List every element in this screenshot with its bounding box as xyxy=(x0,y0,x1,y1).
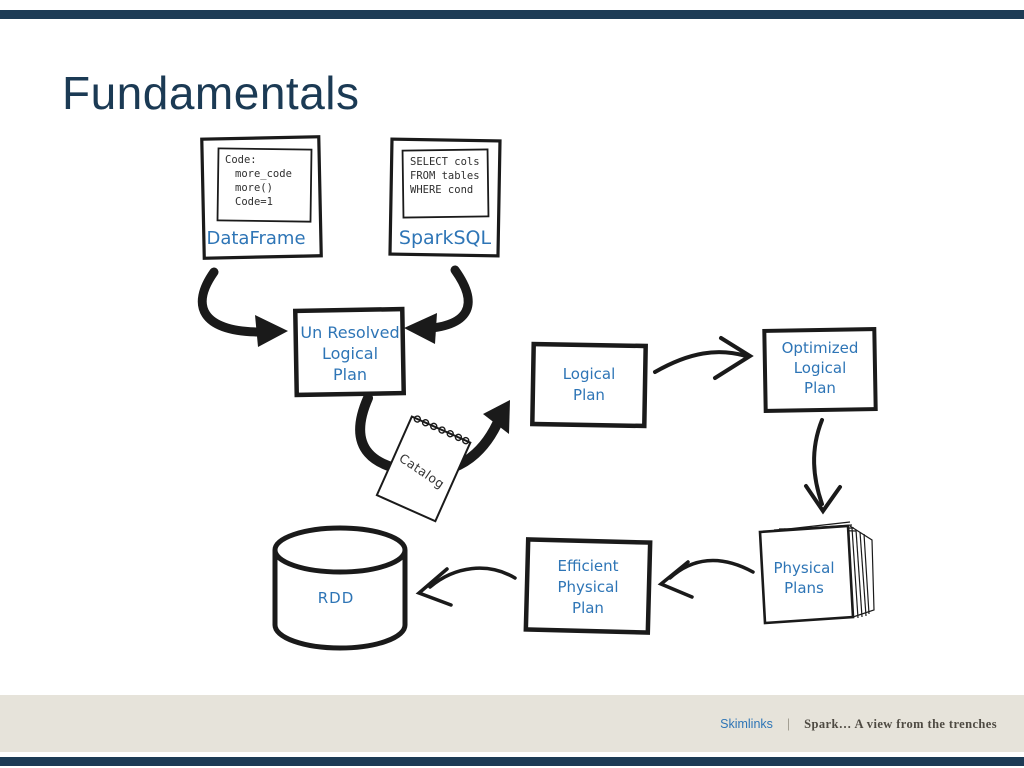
unresolved-logical-plan-node: Un Resolved Logical Plan xyxy=(292,306,407,398)
svg-text:Un Resolved: Un Resolved xyxy=(300,323,399,342)
footer-brand-link[interactable]: Skimlinks xyxy=(720,717,773,731)
dataframe-label: DataFrame xyxy=(206,228,305,249)
footer-bar: Skimlinks | Spark… A view from the trenc… xyxy=(0,695,1024,752)
rdd-label: RDD xyxy=(318,589,355,607)
svg-text:Plans: Plans xyxy=(784,579,824,597)
svg-text:WHERE cond: WHERE cond xyxy=(410,184,473,196)
svg-text:Code=1: Code=1 xyxy=(235,196,273,208)
dataframe-card: Code: more_code more() Code=1 DataFrame xyxy=(200,135,323,260)
arrow-efficient-to-rdd xyxy=(415,566,517,607)
arrow-optimized-to-physical xyxy=(804,418,842,515)
svg-text:Physical: Physical xyxy=(557,578,618,596)
svg-text:Efficient: Efficient xyxy=(557,557,618,575)
svg-text:more(): more() xyxy=(235,182,273,194)
svg-text:FROM tables: FROM tables xyxy=(410,170,480,182)
bottom-accent-bar xyxy=(0,757,1024,766)
svg-text:Plan: Plan xyxy=(572,599,604,617)
svg-text:Logical: Logical xyxy=(322,344,378,363)
svg-text:Logical: Logical xyxy=(563,365,616,383)
arrow-logical-to-optimized xyxy=(653,336,754,380)
sparksql-label: SparkSQL xyxy=(399,227,492,249)
catalog-notepad: Catalog xyxy=(375,415,472,523)
arrow-sparksql-to-unresolved xyxy=(404,265,473,344)
svg-text:Plan: Plan xyxy=(804,379,836,397)
arrow-dataframe-to-unresolved xyxy=(197,267,288,347)
sparksql-code-block: SELECT cols FROM tables WHERE cond xyxy=(410,156,480,196)
footer-deck-title: Spark… A view from the trenches xyxy=(804,717,997,731)
svg-text:Plan: Plan xyxy=(573,386,605,404)
physical-plans-book: Physical Plans xyxy=(758,521,875,625)
optimized-logical-plan-node: Optimized Logical Plan xyxy=(762,327,878,413)
footer-separator: | xyxy=(786,717,791,731)
svg-text:Physical: Physical xyxy=(773,559,834,577)
svg-text:more_code: more_code xyxy=(235,168,292,180)
efficient-physical-plan-node: Efficient Physical Plan xyxy=(523,537,653,635)
page-title: Fundamentals xyxy=(62,67,360,119)
dataframe-code-block: Code: more_code more() Code=1 xyxy=(225,154,292,208)
svg-text:Logical: Logical xyxy=(794,359,847,377)
svg-text:Optimized: Optimized xyxy=(782,339,859,357)
svg-text:Plan: Plan xyxy=(333,365,367,384)
sparksql-card: SELECT cols FROM tables WHERE cond Spark… xyxy=(388,137,502,258)
spiral-binding-icon xyxy=(413,415,470,445)
top-accent-bar xyxy=(0,10,1024,19)
svg-text:SELECT cols: SELECT cols xyxy=(410,156,480,168)
footer-content: Skimlinks | Spark… A view from the trenc… xyxy=(720,717,997,732)
rdd-cylinder: RDD xyxy=(272,525,408,651)
arrow-physical-to-efficient xyxy=(657,558,755,599)
svg-text:Code:: Code: xyxy=(225,154,257,166)
logical-plan-node: Logical Plan xyxy=(530,341,648,429)
